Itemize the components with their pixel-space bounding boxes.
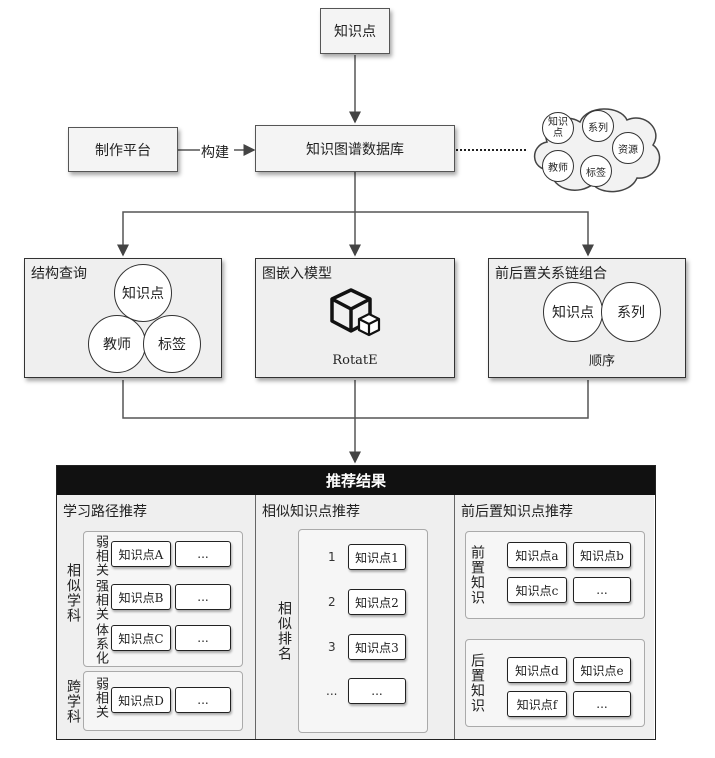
rank-2: 2	[328, 595, 336, 609]
cloud-node-series: 系列	[582, 110, 614, 142]
path-item-c-more[interactable]: ...	[175, 625, 231, 651]
learning-path-title: 学习路径推荐	[63, 504, 147, 520]
similar-item-3[interactable]: 知识点3	[348, 634, 406, 660]
similar-item-2[interactable]: 知识点2	[348, 589, 406, 615]
results-panel: 推荐结果 学习路径推荐 相似学科 弱相关 强相关 体系化 知识点A ... 知识…	[56, 465, 656, 740]
prepost-title: 前后置知识点推荐	[461, 504, 573, 520]
top-node-label: 知识点	[334, 24, 376, 40]
similar-item-more[interactable]: ...	[348, 678, 406, 704]
cloud-node-knowledge: 知识点	[542, 112, 574, 144]
branch-right	[355, 211, 594, 257]
path-item-b-more[interactable]: ...	[175, 584, 231, 610]
path-item-d-more[interactable]: ...	[175, 687, 231, 713]
top-node[interactable]: 知识点	[320, 8, 390, 54]
strong-relation-label: 强相关	[93, 579, 108, 621]
post-item-e[interactable]: 知识点e	[573, 657, 631, 683]
merge-left	[122, 380, 355, 419]
path-item-c[interactable]: 知识点C	[111, 625, 171, 651]
results-header: 推荐结果	[57, 466, 655, 495]
cloud-node-teacher: 教师	[542, 150, 574, 182]
pre-item-b[interactable]: 知识点b	[573, 542, 631, 568]
pre-knowledge-label: 前置知识	[469, 545, 485, 605]
model-name: RotatE	[332, 353, 378, 368]
pre-item-more[interactable]: ...	[573, 577, 631, 603]
learning-path-column: 学习路径推荐 相似学科 弱相关 强相关 体系化 知识点A ... 知识点B ..…	[57, 495, 256, 739]
path-item-a-more[interactable]: ...	[175, 541, 231, 567]
structure-circle-tag: 标签	[143, 315, 201, 373]
branch-left	[117, 211, 355, 257]
kg-database-box[interactable]: 知识图谱数据库	[255, 125, 455, 172]
rank-1: 1	[328, 550, 336, 564]
post-item-f[interactable]: 知识点f	[507, 691, 567, 717]
rank-3: 3	[328, 640, 336, 654]
structure-circle-knowledge: 知识点	[114, 264, 172, 322]
order-label: 顺序	[587, 350, 618, 369]
post-item-more[interactable]: ...	[573, 691, 631, 717]
cube-icon	[330, 288, 381, 337]
post-knowledge-label: 后置知识	[469, 653, 485, 713]
build-label: 构建	[201, 142, 229, 162]
embedding-title: 图嵌入模型	[262, 266, 332, 282]
systematic-label: 体系化	[93, 623, 108, 665]
similar-item-1[interactable]: 知识点1	[348, 544, 406, 570]
similar-knowledge-title: 相似知识点推荐	[262, 504, 360, 520]
rank-more: ...	[326, 684, 338, 698]
similar-subject-label: 相似学科	[65, 563, 81, 623]
post-item-d[interactable]: 知识点d	[507, 657, 567, 683]
prereq-circle-series: 系列	[601, 282, 661, 342]
structure-circle-teacher: 教师	[88, 315, 146, 373]
cross-subject-label: 跨学科	[65, 679, 81, 724]
similar-knowledge-column: 相似知识点推荐 相似排名 1 2 3 ... 知识点1 知识点2 知识点3 ..…	[256, 495, 455, 739]
platform-label: 制作平台	[95, 142, 151, 159]
similar-rank-label: 相似排名	[276, 601, 292, 661]
pre-item-c[interactable]: 知识点c	[507, 577, 567, 603]
path-item-a[interactable]: 知识点A	[111, 541, 171, 567]
cross-weak-label: 弱相关	[93, 677, 108, 719]
prereq-circle-knowledge: 知识点	[543, 282, 603, 342]
structure-query-title: 结构查询	[31, 266, 87, 282]
prereq-chain-title: 前后置关系链组合	[495, 266, 607, 282]
kg-database-label: 知识图谱数据库	[306, 141, 404, 158]
cloud-node-resource: 资源	[612, 132, 644, 164]
path-item-b[interactable]: 知识点B	[111, 584, 171, 610]
pre-item-a[interactable]: 知识点a	[507, 542, 567, 568]
embedding-panel[interactable]: 图嵌入模型 RotatE	[255, 258, 455, 378]
platform-box[interactable]: 制作平台	[68, 127, 178, 172]
path-item-d[interactable]: 知识点D	[111, 687, 171, 713]
prepost-column: 前后置知识点推荐 前置知识 知识点a 知识点b 知识点c ... 后置知识 知识…	[455, 495, 654, 739]
merge-right	[355, 380, 589, 419]
weak-relation-label: 弱相关	[93, 535, 108, 577]
cloud-node-tag: 标签	[580, 155, 612, 187]
